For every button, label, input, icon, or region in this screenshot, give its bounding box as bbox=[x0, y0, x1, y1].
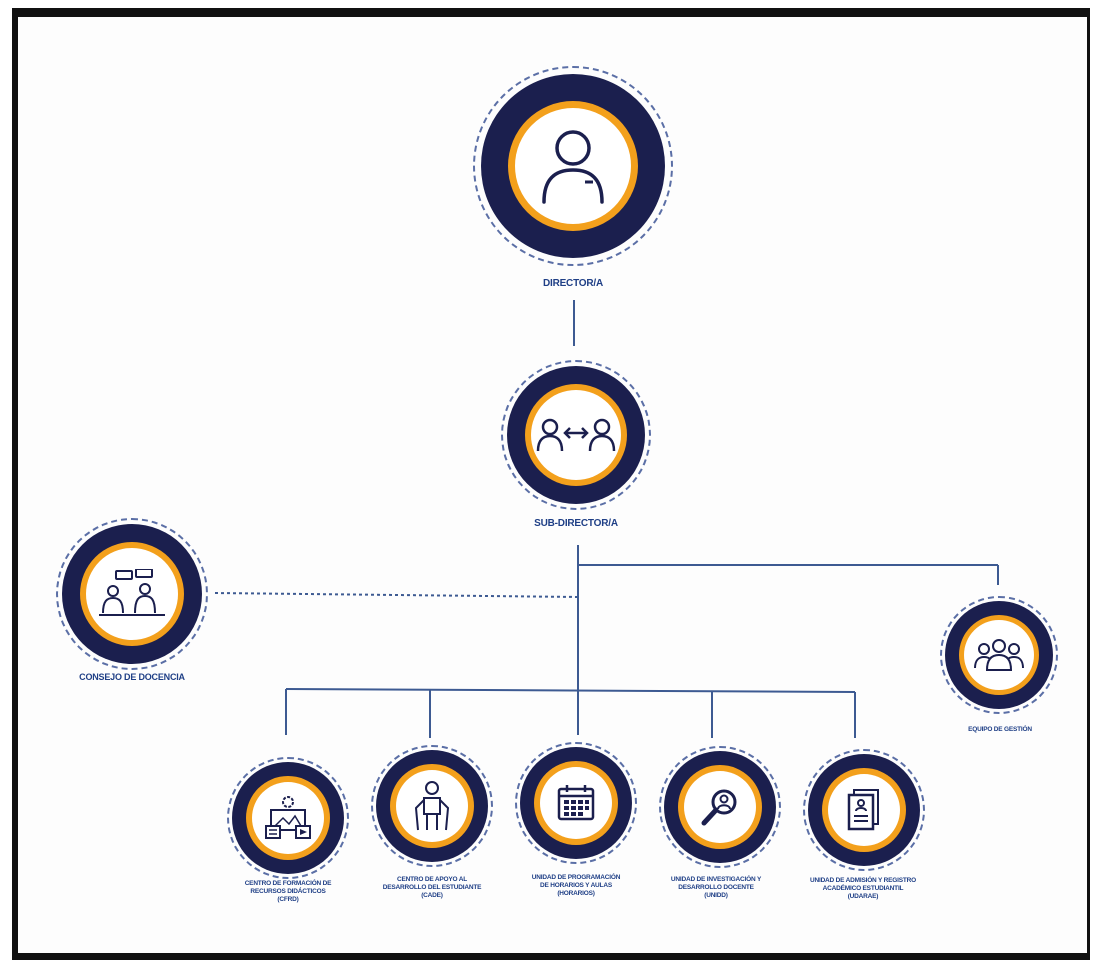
consejo-label: CONSEJO DE DOCENCIA bbox=[79, 672, 185, 682]
equipo-label: EQUIPO DE GESTIÓN bbox=[968, 726, 1032, 733]
director-label: DIRECTOR/A bbox=[542, 278, 604, 289]
meeting-icon bbox=[99, 569, 165, 616]
unit-unidd-label: UNIDAD DE INVESTIGACIÓN Y DESARROLLO DOC… bbox=[670, 876, 762, 899]
director-node bbox=[473, 66, 673, 266]
connector-consejo-dashed bbox=[214, 592, 579, 598]
unit-cade-node bbox=[371, 745, 493, 867]
connector-units-bar bbox=[285, 688, 856, 693]
exchange-people-icon bbox=[536, 418, 616, 452]
unit-cade-label: CENTRO DE APOYO AL DESARROLLO DEL ESTUDI… bbox=[382, 876, 482, 899]
subdirector-node bbox=[501, 360, 651, 510]
unit-udarae-label: UNIDAD DE ADMISIÓN Y REGISTRO ACADÉMICO … bbox=[809, 877, 917, 900]
team-icon bbox=[974, 639, 1024, 671]
unit-unidd-node bbox=[659, 746, 781, 868]
unit-cfrd-node bbox=[227, 757, 349, 879]
equipo-node bbox=[940, 596, 1058, 714]
subdirector-label: SUB-DIRECTOR/A bbox=[534, 518, 618, 529]
person-icon bbox=[542, 130, 604, 204]
student-support-icon bbox=[414, 781, 450, 831]
document-icon bbox=[847, 789, 879, 831]
research-icon bbox=[701, 789, 737, 826]
unit-udarae-node bbox=[803, 749, 925, 871]
unit-horarios-node bbox=[515, 742, 637, 864]
unit-horarios-label: UNIDAD DE PROGRAMACIÓN DE HORARIOS Y AUL… bbox=[531, 874, 621, 897]
media-resources-icon bbox=[265, 796, 311, 839]
consejo-node bbox=[56, 518, 208, 670]
calendar-icon bbox=[557, 785, 595, 821]
unit-cfrd-label: CENTRO DE FORMACIÓN DE RECURSOS DIDÁCTIC… bbox=[244, 880, 332, 903]
